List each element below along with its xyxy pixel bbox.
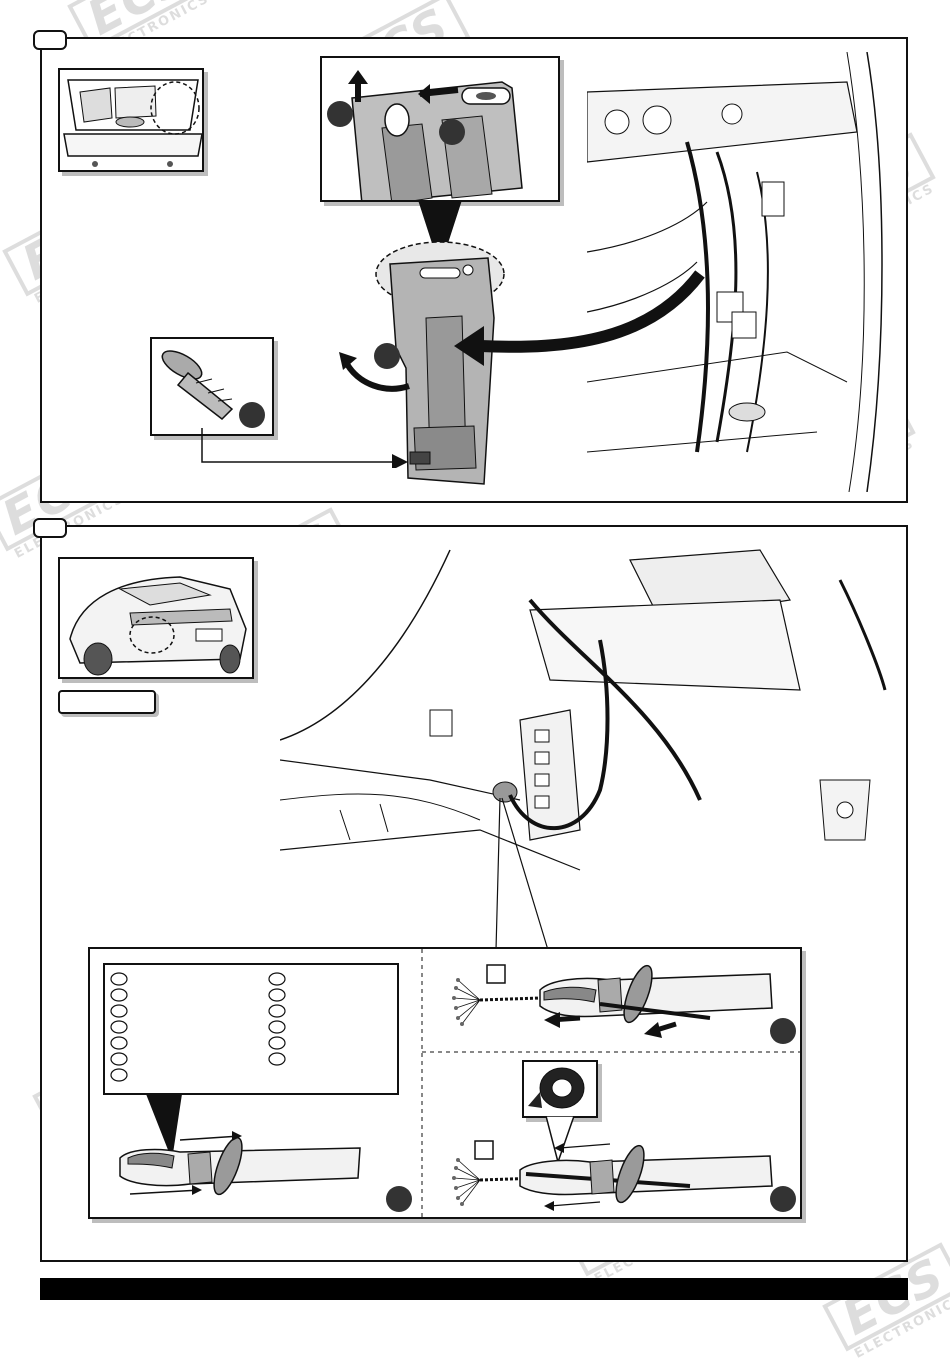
step-2-tab — [33, 518, 67, 538]
harness-routing-illustration — [452, 964, 773, 1038]
push-clip-illustration — [161, 350, 265, 428]
install-arrow — [454, 270, 705, 366]
car-rear-thumbnail — [58, 557, 254, 679]
wire-list-markers — [110, 972, 286, 1082]
callout-dot — [374, 343, 400, 369]
rear-body-interior-illustration — [280, 549, 887, 871]
callout-dot — [327, 101, 353, 127]
clip-leader-line — [201, 428, 408, 468]
callout-dot — [770, 1018, 796, 1044]
callout-dot — [239, 402, 265, 428]
trunk-illustration — [63, 79, 202, 167]
panel-clip-zoom — [320, 56, 560, 202]
hatchback-illustration — [69, 576, 247, 676]
trunk-thumbnail — [58, 68, 204, 172]
step-1-tab — [33, 30, 67, 50]
tape-thumbnail — [522, 1060, 598, 1118]
detail-divider-horizontal — [422, 1051, 802, 1053]
blank-step-box — [474, 1140, 494, 1160]
callout-dot — [439, 119, 465, 145]
wire-list-box — [103, 963, 399, 1095]
wire-list-pointer — [146, 1094, 182, 1160]
footer-bar — [40, 1278, 908, 1300]
body-cavity-illustration — [587, 52, 883, 492]
clip-thumbnail — [150, 337, 274, 436]
trim-panel-illustration — [375, 241, 505, 485]
callout-dot — [770, 1186, 796, 1212]
grommet-insert-illustration — [119, 1131, 361, 1196]
blank-step-box — [486, 964, 506, 984]
zoom-pointer — [418, 200, 462, 268]
detail-divider-vertical — [421, 949, 423, 1217]
callout-dot — [386, 1186, 412, 1212]
blank-label-box — [58, 690, 156, 714]
tape-pointer — [545, 1116, 575, 1165]
grommet-leader-lines — [495, 797, 549, 951]
clip-detail-illustration — [327, 70, 523, 200]
remove-arrow — [339, 343, 410, 392]
tape-roll-icon — [528, 1067, 585, 1109]
harness-taping-illustration — [452, 1143, 773, 1211]
